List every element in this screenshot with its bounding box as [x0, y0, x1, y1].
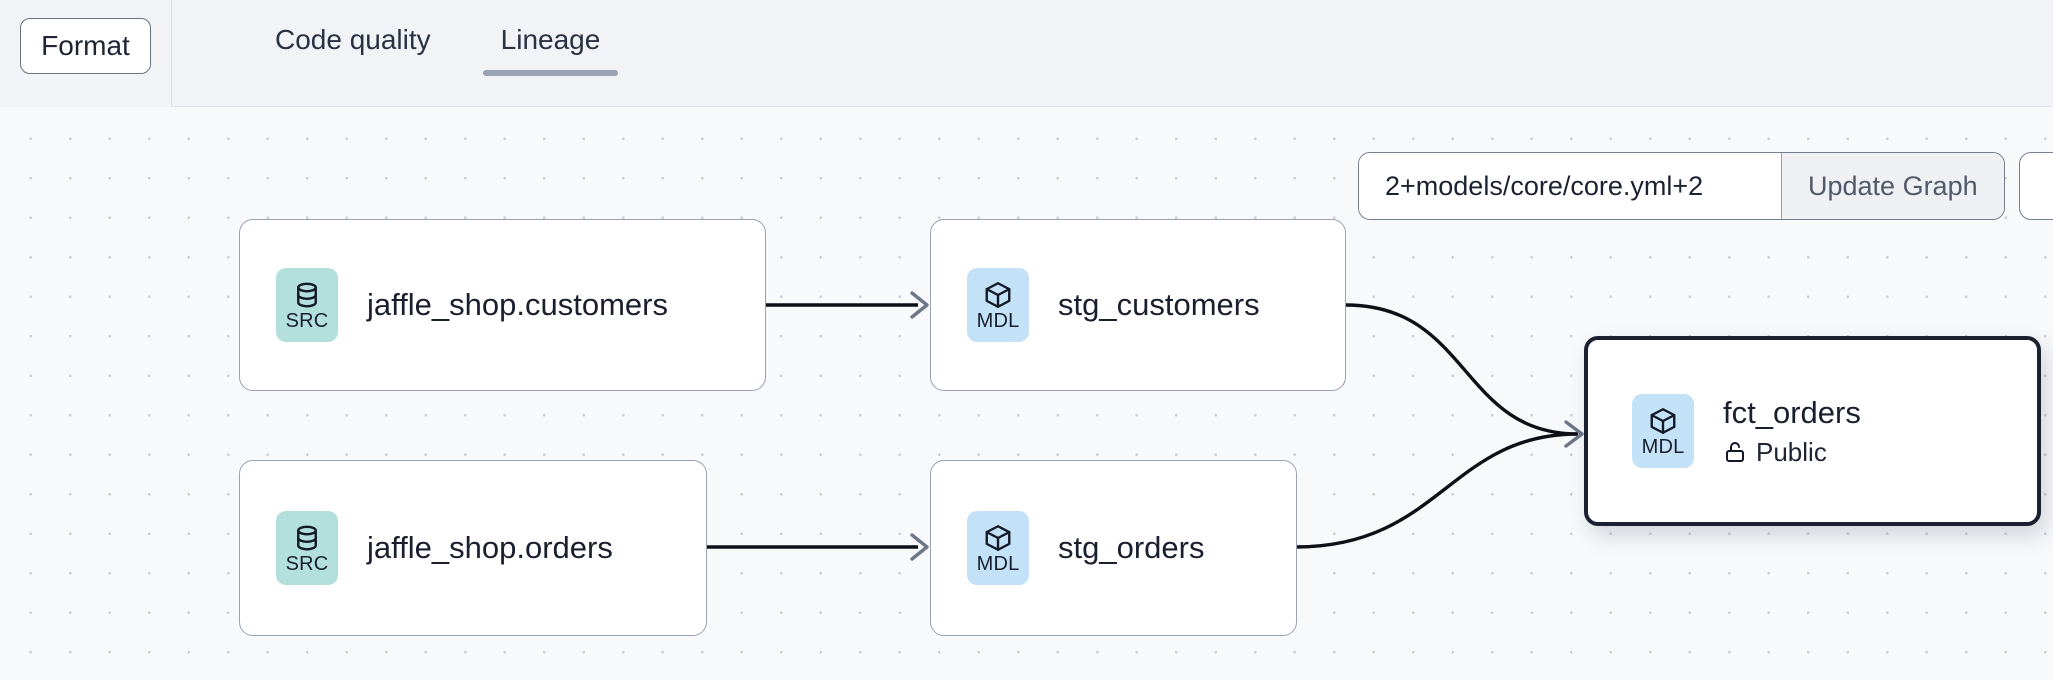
lineage-node-jaffle-shop-customers[interactable]: SRC jaffle_shop.customers — [239, 219, 766, 391]
node-title: fct_orders — [1723, 394, 1861, 430]
format-button[interactable]: Format — [20, 18, 151, 74]
edge-customers-to-stg-customers — [765, 291, 929, 319]
database-icon — [297, 282, 317, 307]
cube-icon — [1650, 407, 1676, 434]
graph-selector-group: Update Graph — [1358, 152, 2005, 220]
node-badge-src: SRC — [276, 511, 338, 585]
node-badge-src-label: SRC — [285, 309, 329, 332]
lineage-node-jaffle-shop-orders[interactable]: SRC jaffle_shop.orders — [239, 460, 707, 636]
tab-code-quality-underline — [257, 70, 449, 76]
node-body: jaffle_shop.orders — [338, 529, 613, 566]
graph-controls: Update Graph — [1358, 152, 2053, 220]
node-visibility: Public — [1723, 436, 1861, 467]
update-graph-button[interactable]: Update Graph — [1781, 153, 2004, 219]
tab-lineage-underline — [482, 70, 619, 76]
node-visibility-label: Public — [1756, 436, 1827, 467]
tab-lineage-label: Lineage — [500, 24, 601, 55]
editor-toolbar: Format Code quality Lineage — [0, 0, 2053, 107]
graph-controls-overflow[interactable] — [2018, 152, 2053, 220]
edge-stg-customers-to-fct-orders — [1345, 303, 1579, 436]
database-icon — [297, 525, 317, 550]
edge-orders-to-stg-orders — [706, 533, 929, 561]
tab-bar: Code quality Lineage — [172, 0, 635, 107]
tab-code-quality[interactable]: Code quality — [240, 0, 466, 107]
node-badge-mdl-label: MDL — [1641, 435, 1685, 458]
node-badge-mdl: MDL — [967, 511, 1029, 585]
node-badge-src-label: SRC — [285, 552, 329, 575]
node-badge-mdl: MDL — [1632, 394, 1694, 468]
node-body: stg_customers — [1029, 286, 1260, 323]
node-title: jaffle_shop.orders — [367, 529, 613, 565]
node-body: jaffle_shop.customers — [338, 286, 668, 323]
graph-selector-input[interactable] — [1359, 153, 1781, 219]
node-badge-mdl-label: MDL — [976, 552, 1020, 575]
node-title: stg_orders — [1058, 529, 1205, 565]
cube-icon — [985, 281, 1011, 308]
edge-stg-orders-to-fct-orders — [1295, 420, 1584, 549]
cube-icon — [985, 524, 1011, 551]
tab-code-quality-label: Code quality — [275, 24, 431, 55]
lineage-node-fct-orders[interactable]: MDL fct_orders Public — [1584, 336, 2041, 526]
lineage-canvas[interactable]: SRC jaffle_shop.customers MDL stg_custom… — [0, 107, 2053, 680]
node-badge-src: SRC — [276, 268, 338, 342]
node-title: jaffle_shop.customers — [367, 286, 668, 322]
node-badge-mdl-label: MDL — [976, 309, 1020, 332]
lineage-node-stg-customers[interactable]: MDL stg_customers — [930, 219, 1346, 391]
node-title: stg_customers — [1058, 286, 1260, 322]
format-button-zone: Format — [0, 0, 172, 107]
node-body: fct_orders Public — [1694, 394, 1861, 467]
lineage-node-stg-orders[interactable]: MDL stg_orders — [930, 460, 1297, 636]
tab-lineage[interactable]: Lineage — [466, 0, 636, 107]
node-body: stg_orders — [1029, 529, 1205, 566]
node-badge-mdl: MDL — [967, 268, 1029, 342]
unlock-icon — [1726, 441, 1744, 462]
